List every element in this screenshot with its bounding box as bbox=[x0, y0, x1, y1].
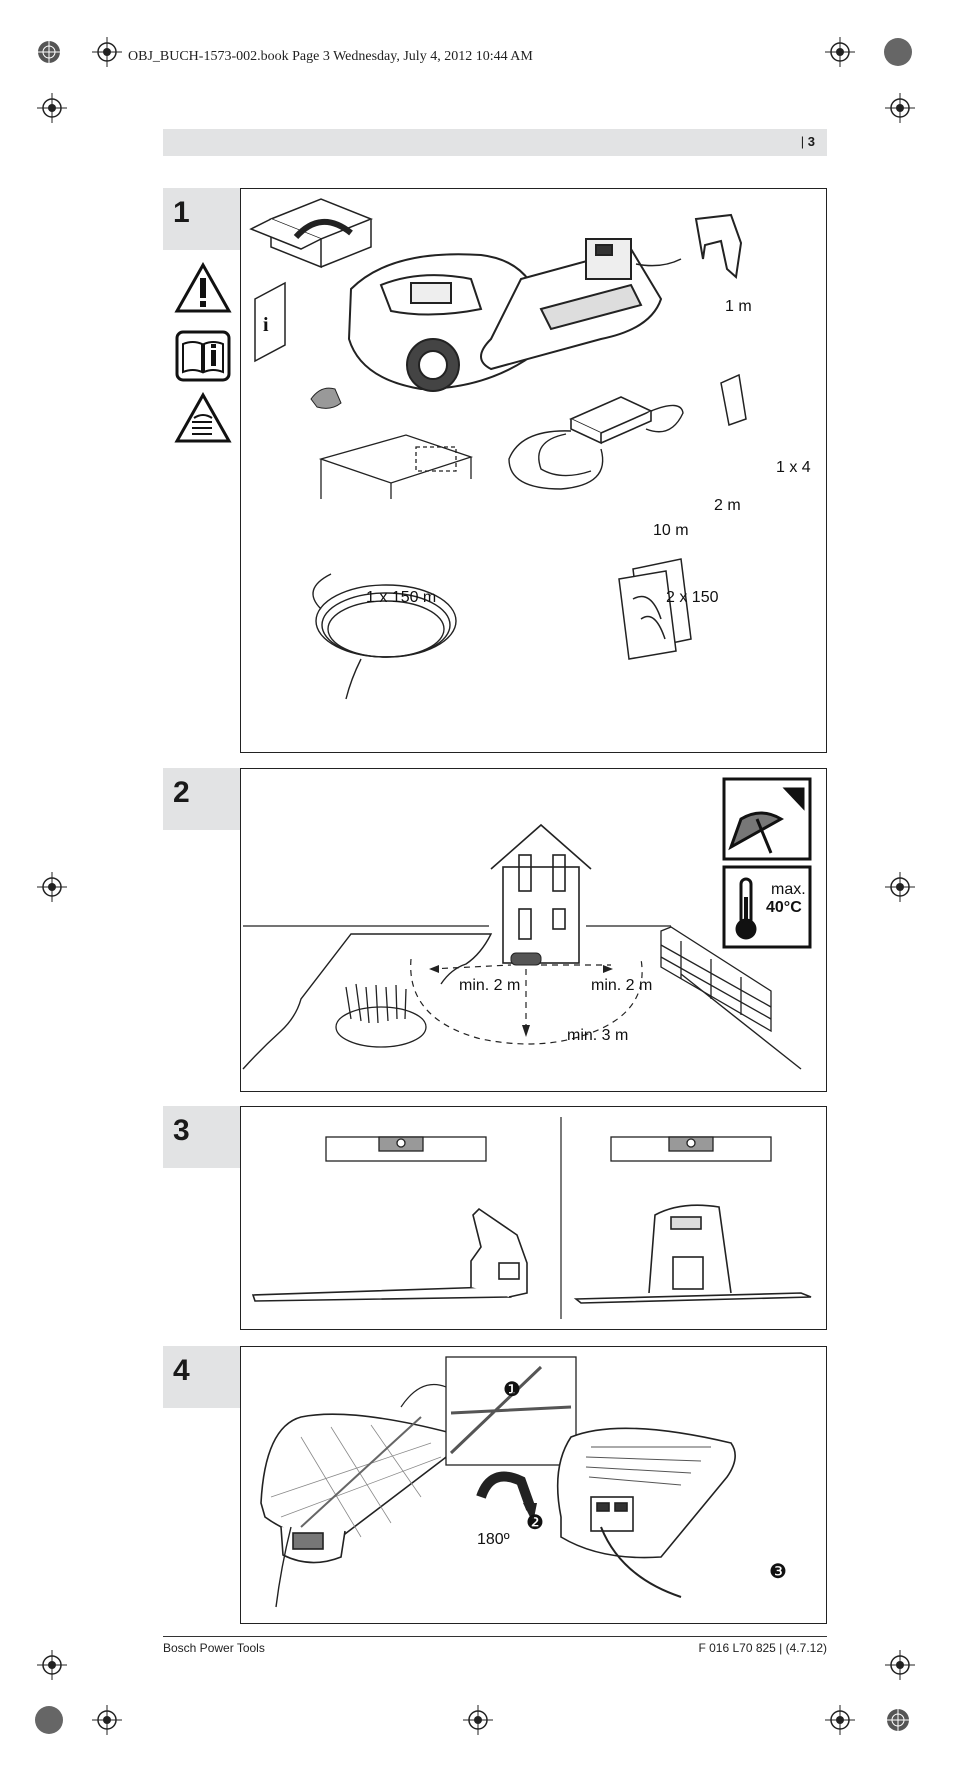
label-pegs-count: 2 x 150 bbox=[666, 589, 719, 606]
registration-mark-top-right bbox=[883, 37, 913, 67]
crosshair-left-top bbox=[37, 93, 67, 123]
house bbox=[490, 823, 592, 964]
label-wire-length: 1 x 150 m bbox=[366, 589, 437, 606]
svg-text:i: i bbox=[263, 314, 269, 336]
label-10m: 10 m bbox=[653, 522, 689, 539]
garden-layout-diagram bbox=[242, 777, 812, 1070]
footer-left: Bosch Power Tools bbox=[163, 1641, 265, 1655]
warning-icon bbox=[174, 261, 232, 319]
station-side-view bbox=[251, 1207, 528, 1302]
registration-mark-bottom-left bbox=[34, 1705, 64, 1735]
label-max-temperature: 40°C bbox=[766, 899, 802, 916]
callout-2: ❷ bbox=[526, 1512, 544, 1534]
label-2m: 2 m bbox=[714, 497, 741, 514]
step-2-number: 2 bbox=[173, 776, 190, 809]
step-3-number: 3 bbox=[173, 1114, 190, 1147]
spirit-level-side bbox=[325, 1136, 487, 1162]
level-station-illustration bbox=[251, 1117, 812, 1319]
crosshair-top-b bbox=[825, 37, 855, 67]
wire-coil bbox=[312, 573, 457, 700]
crosshair-bottom-b bbox=[825, 1705, 855, 1735]
step-1-number: 1 bbox=[173, 196, 190, 229]
label-rotation: 180º bbox=[477, 1531, 510, 1548]
read-manual-icon bbox=[175, 330, 231, 387]
sun-umbrella-icon bbox=[722, 777, 812, 861]
environment-icon bbox=[174, 391, 232, 449]
callout-1: ❶ bbox=[503, 1379, 521, 1401]
station-front-view bbox=[573, 1204, 812, 1304]
callout-3: ❸ bbox=[769, 1561, 787, 1583]
docking-station bbox=[480, 238, 663, 371]
manual-booklet: i bbox=[254, 281, 286, 363]
spirit-level-front bbox=[610, 1136, 772, 1162]
step-4-panel: ❶ ❷ ❸ 180º bbox=[240, 1346, 827, 1624]
step-2-tab: 2 bbox=[163, 768, 241, 830]
brick-wall bbox=[660, 926, 772, 1033]
step-1-panel: i bbox=[240, 188, 827, 753]
footer-right: F 016 L70 825 | (4.7.12) bbox=[698, 1641, 827, 1655]
crosshair-bottom-center bbox=[463, 1705, 493, 1735]
registration-mark-bottom-right bbox=[883, 1705, 913, 1735]
label-min-2m-right: min. 2 m bbox=[591, 977, 653, 994]
unpacking-illustration: i bbox=[249, 198, 747, 700]
step-3-panel bbox=[240, 1106, 827, 1330]
step-1-tab: 1 bbox=[163, 188, 241, 250]
step-2-panel: min. 2 m min. 2 m min. 3 m max. 40°C bbox=[240, 768, 827, 1092]
step-3-tab: 3 bbox=[163, 1106, 241, 1168]
label-min-3m: min. 3 m bbox=[567, 1027, 629, 1044]
label-max: max. bbox=[771, 881, 806, 898]
crosshair-right-mid bbox=[885, 872, 915, 902]
step-4-tab: 4 bbox=[163, 1346, 241, 1408]
cover-top-view bbox=[556, 1427, 736, 1559]
cover-installation-illustration bbox=[260, 1356, 736, 1608]
crosshair-right-top bbox=[885, 93, 915, 123]
thermometer-icon bbox=[722, 865, 812, 949]
crosshair-left-mid bbox=[37, 872, 67, 902]
page-header-bar: 3 bbox=[163, 129, 827, 156]
peg-bags bbox=[618, 558, 692, 660]
page-number: 3 bbox=[801, 134, 815, 149]
power-supply bbox=[569, 396, 653, 445]
print-header: OBJ_BUCH-1573-002.book Page 3 Wednesday,… bbox=[128, 49, 533, 64]
label-1m: 1 m bbox=[725, 298, 752, 315]
label-1x4: 1 x 4 bbox=[776, 459, 811, 476]
footer-rule bbox=[163, 1636, 827, 1637]
crosshair-right-bottom bbox=[885, 1650, 915, 1680]
crosshair-left-bottom bbox=[37, 1650, 67, 1680]
registration-mark-top-left bbox=[34, 37, 64, 67]
crosshair-top-a bbox=[92, 37, 122, 67]
crosshair-bottom-a bbox=[92, 1705, 122, 1735]
step-4-number: 4 bbox=[173, 1354, 190, 1387]
label-min-2m-left: min. 2 m bbox=[459, 977, 521, 994]
